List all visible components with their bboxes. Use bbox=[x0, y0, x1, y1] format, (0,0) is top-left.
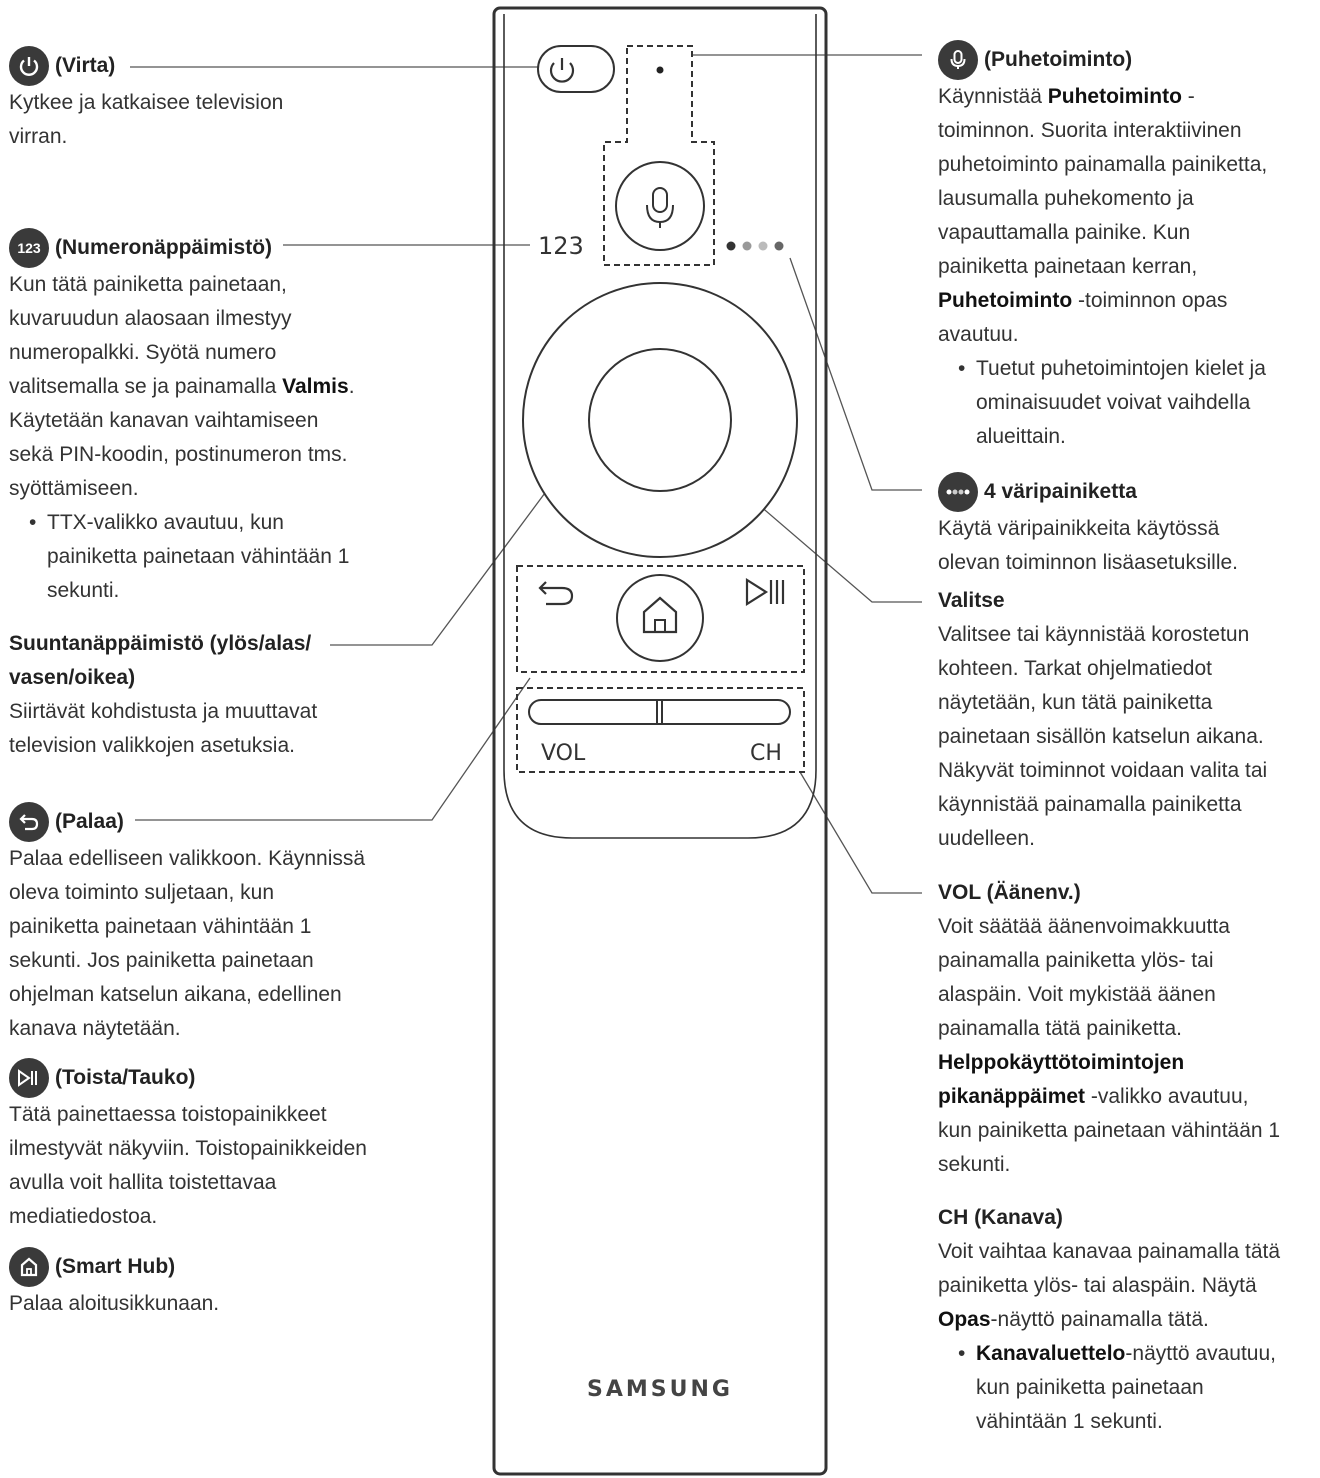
ch-bullet: Kanavaluettelo-näyttö avautuu, kun paini… bbox=[938, 1337, 1288, 1439]
play-title: (Toista/Tauko) bbox=[55, 1066, 196, 1089]
voice-desc: Käynnistää Puhetoiminto -toiminnon. Suor… bbox=[938, 85, 1268, 346]
power-desc: Kytkee ja katkaisee television virran. bbox=[9, 91, 284, 148]
home-button[interactable] bbox=[616, 574, 704, 662]
power-button[interactable] bbox=[537, 45, 615, 93]
color-section: 4 väripainiketta Käytä väripainikkeita k… bbox=[938, 472, 1308, 580]
play-desc: Tätä painettaessa toistopainikkeet ilmes… bbox=[9, 1103, 367, 1228]
play-section: (Toista/Tauko) Tätä painettaessa toistop… bbox=[9, 1058, 369, 1234]
power-section: (Virta) Kytkee ja katkaisee television v… bbox=[9, 46, 339, 154]
smarthub-title: (Smart Hub) bbox=[55, 1255, 176, 1278]
function-dashed-area bbox=[516, 565, 805, 673]
voice-title: (Puhetoiminto) bbox=[984, 48, 1133, 71]
numpad-icon: 123 bbox=[9, 228, 49, 268]
back-desc: Palaa edelliseen valikkoon. Käynnissä ol… bbox=[9, 847, 366, 1040]
power-icon bbox=[9, 46, 49, 86]
microphone-icon bbox=[938, 40, 978, 80]
back-icon bbox=[9, 802, 49, 842]
numpad-desc: Kun tätä painiketta painetaan, kuvaruudu… bbox=[9, 273, 355, 500]
remote-body bbox=[492, 6, 828, 1476]
voice-section: (Puhetoiminto) Käynnistää Puhetoiminto -… bbox=[938, 40, 1313, 454]
numpad-section: 123 (Numeronäppäimistö) Kun tätä painike… bbox=[9, 228, 359, 608]
ch-title: CH (Kanava) bbox=[938, 1206, 1063, 1229]
direction-title: Suuntanäppäimistö (ylös/alas/ vasen/oike… bbox=[9, 632, 312, 689]
color-title: 4 väripainiketta bbox=[984, 480, 1137, 503]
ch-desc: Voit vaihtaa kanavaa painamalla tätä pai… bbox=[938, 1240, 1281, 1331]
vol-title: VOL (Äänenv.) bbox=[938, 881, 1081, 904]
back-button[interactable] bbox=[538, 581, 574, 606]
leader-vol bbox=[799, 771, 922, 894]
home-icon bbox=[9, 1247, 49, 1287]
select-title: Valitse bbox=[938, 589, 1005, 612]
ch-label: CH bbox=[750, 741, 782, 766]
leader-color bbox=[789, 257, 922, 491]
play-pause-button[interactable] bbox=[745, 578, 785, 606]
voice-bullet: Tuetut puhetoimintojen kielet ja ominais… bbox=[938, 352, 1313, 454]
select-section: Valitse Valitsee tai käynnistää korostet… bbox=[938, 584, 1288, 856]
smarthub-section: (Smart Hub) Palaa aloitusikkunaan. bbox=[9, 1247, 339, 1321]
color-desc: Käytä väripainikkeita käytössä olevan to… bbox=[938, 517, 1238, 574]
select-button[interactable] bbox=[588, 348, 732, 492]
leader-direction bbox=[330, 461, 569, 646]
keypad-label[interactable]: 123 bbox=[538, 232, 584, 260]
select-desc: Valitsee tai käynnistää korostetun kohte… bbox=[938, 623, 1268, 850]
numpad-bullet: TTX-valikko avautuu, kun painiketta pain… bbox=[9, 506, 359, 608]
vol-desc: Voit säätää äänenvoimakkuutta painamalla… bbox=[938, 915, 1281, 1176]
color-dots-icon bbox=[938, 472, 978, 512]
power-title: (Virta) bbox=[55, 54, 116, 77]
mic-dashed-area bbox=[603, 45, 715, 266]
microphone-dot bbox=[656, 66, 664, 74]
vol-section: VOL (Äänenv.) Voit säätää äänenvoimakkuu… bbox=[938, 876, 1288, 1182]
vol-ch-rocker[interactable] bbox=[528, 699, 791, 725]
play-pause-icon bbox=[9, 1058, 49, 1098]
smarthub-desc: Palaa aloitusikkunaan. bbox=[9, 1292, 220, 1315]
color-buttons[interactable] bbox=[726, 241, 784, 251]
back-title: (Palaa) bbox=[55, 810, 124, 833]
ch-section: CH (Kanava) Voit vaihtaa kanavaa painama… bbox=[938, 1201, 1288, 1439]
back-section: (Palaa) Palaa edelliseen valikkoon. Käyn… bbox=[9, 802, 369, 1046]
numpad-title: (Numeronäppäimistö) bbox=[55, 236, 273, 259]
voice-button[interactable] bbox=[615, 161, 705, 251]
brand-logo: SAMSUNG bbox=[587, 1377, 733, 1402]
vol-label: VOL bbox=[541, 741, 586, 766]
leader-back bbox=[135, 677, 531, 821]
direction-desc: Siirtävät kohdistusta ja muuttavat telev… bbox=[9, 700, 318, 757]
vol-ch-dashed-area bbox=[516, 687, 805, 773]
direction-section: Suuntanäppäimistö (ylös/alas/ vasen/oike… bbox=[9, 627, 329, 763]
